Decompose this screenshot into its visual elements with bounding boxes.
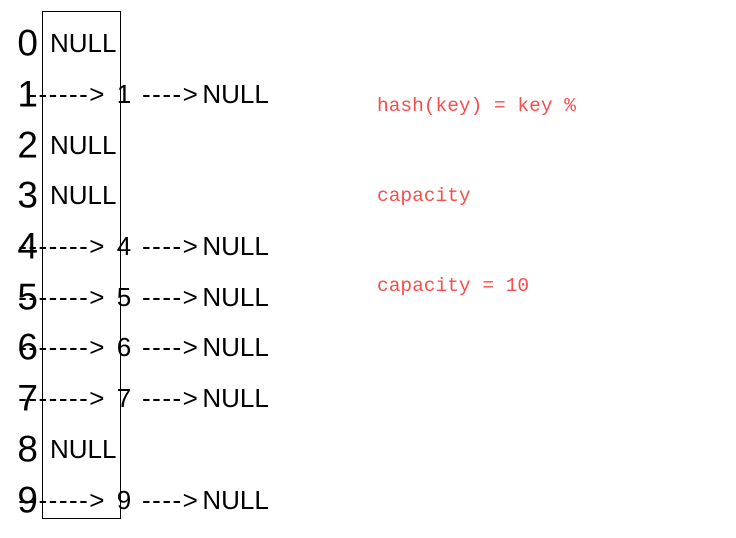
- bucket-index: 8: [17, 428, 38, 470]
- chain-node-value: 7: [116, 383, 132, 414]
- chain-next-arrow-icon: ---->: [142, 383, 200, 414]
- bucket-row: 3 NULL: [0, 170, 460, 221]
- bucket-row: 1------>1---->NULL: [0, 69, 460, 120]
- bucket-null-label: NULL: [50, 180, 117, 211]
- bucket-chain: -------> 5 ---->NULL: [0, 284, 269, 310]
- bucket-chain: ------> 1 ---->NULL: [0, 79, 269, 110]
- bucket-row: 7------->7---->NULL: [0, 373, 460, 424]
- chain-null-label: NULL: [202, 231, 269, 262]
- chain-arrow-icon: ------->: [18, 281, 106, 312]
- bucket-index: 0: [17, 22, 38, 64]
- chain-node-value: 6: [116, 332, 132, 363]
- chain-arrow-icon: ------->: [18, 231, 106, 262]
- hash-function-note: hash(key) = key % capacity capacity = 10: [377, 31, 576, 361]
- bucket-row: 2 NULL: [0, 119, 460, 170]
- bucket-index: 6: [17, 326, 38, 368]
- note-line-3: capacity = 10: [377, 275, 530, 297]
- bucket-chain: -------> 7 ---->NULL: [0, 385, 269, 411]
- bucket-null-label: NULL: [50, 28, 117, 59]
- chain-null-label: NULL: [202, 332, 269, 363]
- bucket-index: 7: [17, 377, 38, 419]
- chain-null-label: NULL: [202, 383, 269, 414]
- chain-arrow-icon: ------->: [18, 332, 106, 363]
- chain-next-arrow-icon: ---->: [142, 231, 200, 262]
- chain-next-arrow-icon: ---->: [142, 79, 200, 110]
- note-line-1: hash(key) = key %: [377, 95, 576, 117]
- chain-arrow-icon: ------>: [28, 79, 106, 110]
- bucket-row: 5------->5---->NULL: [0, 271, 460, 322]
- bucket-chain: -------> 9 ---->NULL: [0, 487, 269, 513]
- chain-arrow-icon: ------->: [18, 383, 106, 414]
- chain-next-arrow-icon: ---->: [142, 484, 200, 515]
- chain-node-value: 5: [116, 281, 132, 312]
- bucket-row: 9------->9---->NULL: [0, 474, 460, 525]
- bucket-index: 3: [17, 174, 38, 216]
- note-line-2: capacity: [377, 185, 471, 207]
- bucket-index: 9: [17, 479, 38, 521]
- bucket-row: 6------->6---->NULL: [0, 322, 460, 373]
- bucket-index: 1: [17, 73, 38, 115]
- chain-next-arrow-icon: ---->: [142, 332, 200, 363]
- bucket-null-label: NULL: [50, 433, 117, 464]
- chain-null-label: NULL: [202, 79, 269, 110]
- bucket-row: 4------->4---->NULL: [0, 221, 460, 272]
- chain-node-value: 9: [116, 484, 132, 515]
- bucket-index: 4: [17, 225, 38, 267]
- chain-null-label: NULL: [202, 484, 269, 515]
- chain-node-value: 4: [116, 231, 132, 262]
- bucket-index: 2: [17, 124, 38, 166]
- bucket-index: 5: [17, 276, 38, 318]
- chain-arrow-icon: ------->: [18, 484, 106, 515]
- bucket-row: 0 NULL: [0, 18, 460, 69]
- bucket-array-box: [42, 11, 121, 519]
- chain-node-value: 1: [116, 79, 132, 110]
- chain-null-label: NULL: [202, 281, 269, 312]
- bucket-chain: -------> 4 ---->NULL: [0, 233, 269, 259]
- bucket-chain: -------> 6 ---->NULL: [0, 334, 269, 360]
- chain-next-arrow-icon: ---->: [142, 281, 200, 312]
- bucket-null-label: NULL: [50, 129, 117, 160]
- bucket-row: 8 NULL: [0, 424, 460, 475]
